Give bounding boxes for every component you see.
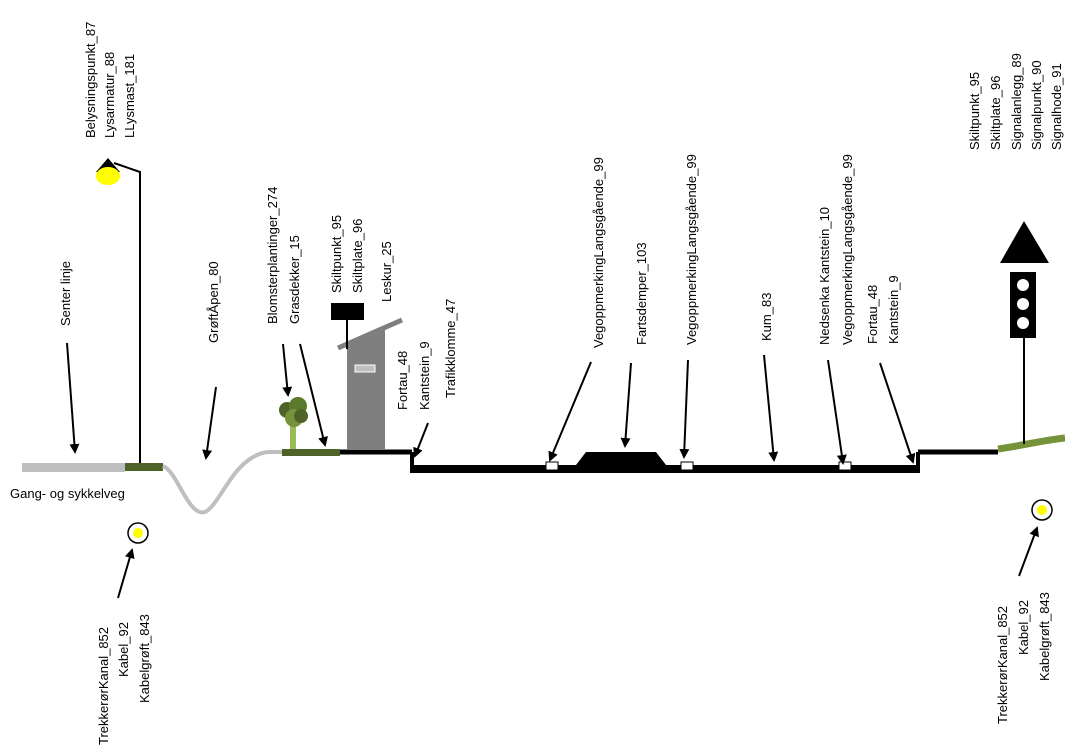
label-kantstein-left: Kantstein_9 [417, 341, 432, 410]
vegoppmerking-marking-right [838, 461, 852, 471]
arrow-blomster [282, 343, 293, 397]
cable-marker-right-icon [1031, 499, 1053, 521]
label-fartsdemper: Fartsdemper_103 [634, 242, 649, 345]
label-trekkeror-right: TrekkerørKanal_852 [995, 606, 1010, 724]
label-blomsterplantinger: Blomsterplantinger_274 [265, 187, 280, 324]
arrow-grasdekker [299, 343, 328, 447]
label-kabelgroft-right: Kabelgrøft_843 [1037, 592, 1052, 681]
arrow-vegopp-left [548, 361, 592, 462]
grofta-ditch [161, 450, 282, 515]
label-signalpunkt: Signalpunkt_90 [1029, 60, 1044, 150]
sign-left-icon [331, 303, 364, 349]
label-skiltplate-right: Skiltplate_96 [988, 76, 1003, 150]
arrow-vegopp-mid [679, 359, 690, 459]
label-trekkeror-left: TrekkerørKanal_852 [96, 627, 111, 745]
label-kantstein-right: Kantstein_9 [886, 275, 901, 344]
grasdekker-strip [282, 449, 340, 456]
grass-right [997, 434, 1065, 453]
label-senter-linje: Senter linje [58, 261, 73, 326]
lamp-post [96, 158, 141, 463]
label-skiltpunkt-right: Skiltpunkt_95 [967, 72, 982, 150]
callout-arrows [66, 342, 1039, 599]
arrow-senter-linje [66, 342, 80, 454]
label-llysmast: LLysmast_181 [122, 54, 137, 138]
label-fortau-left: Fortau_48 [395, 351, 410, 410]
arrow-fartsdemper [620, 362, 632, 448]
arrow-kum [763, 354, 779, 462]
gang-sykkelveg-surface [22, 463, 125, 472]
arrow-nedsenka [827, 359, 847, 465]
label-fortau-right: Fortau_48 [865, 285, 880, 344]
carriageway [410, 452, 920, 473]
fartsdemper-bump [576, 452, 666, 465]
label-belysningspunkt: Belysningspunkt_87 [83, 22, 98, 138]
label-leskur: Leskur_25 [379, 241, 394, 302]
tree-icon [279, 397, 308, 449]
label-signalhode: Signalhode_91 [1049, 63, 1064, 150]
label-vegoppmerking-right: VegoppmerkingLangsgående_99 [840, 154, 855, 345]
label-kabel-right: Kabel_92 [1016, 600, 1031, 655]
arrow-fortau-right [879, 362, 916, 464]
label-vegoppmerking-left: VegoppmerkingLangsgående_99 [591, 157, 606, 348]
label-kabelgroft-left: Kabelgrøft_843 [137, 614, 152, 703]
label-skiltpunkt-left: Skiltpunkt_95 [329, 215, 344, 293]
arrow-cable-left [117, 548, 135, 599]
leskur-shelter-icon [336, 317, 404, 449]
label-skiltplate-left: Skiltplate_96 [350, 219, 365, 293]
label-gang-sykkelveg: Gang- og sykkelveg [10, 486, 125, 501]
label-kum: Kum_83 [759, 293, 774, 341]
arrow-grofta [202, 386, 217, 460]
label-trafikklomme: Trafikklomme_47 [443, 299, 458, 398]
vegoppmerking-marking-mid [680, 461, 694, 471]
arrow-cable-right [1018, 526, 1039, 577]
cable-marker-left-icon [127, 522, 149, 544]
label-vegoppmerking-mid: VegoppmerkingLangsgående_99 [684, 154, 699, 345]
label-grasdekker: Grasdekker_15 [287, 235, 302, 324]
label-nedsenka: Nedsenka Kantstein_10 [817, 207, 832, 345]
verge-grass-left [125, 463, 163, 471]
label-kabel-left: Kabel_92 [116, 622, 131, 677]
lamp-light-icon [96, 167, 120, 185]
traffic-signal-icon [1000, 221, 1049, 444]
label-signalanlegg: Signalanlegg_89 [1009, 53, 1024, 150]
label-lysarmatur: Lysarmatur_88 [102, 52, 117, 138]
arrow-trafikklomme [413, 422, 429, 458]
label-grofta: GrøftÅpen_80 [206, 261, 221, 343]
vegoppmerking-marking-left [545, 461, 559, 471]
